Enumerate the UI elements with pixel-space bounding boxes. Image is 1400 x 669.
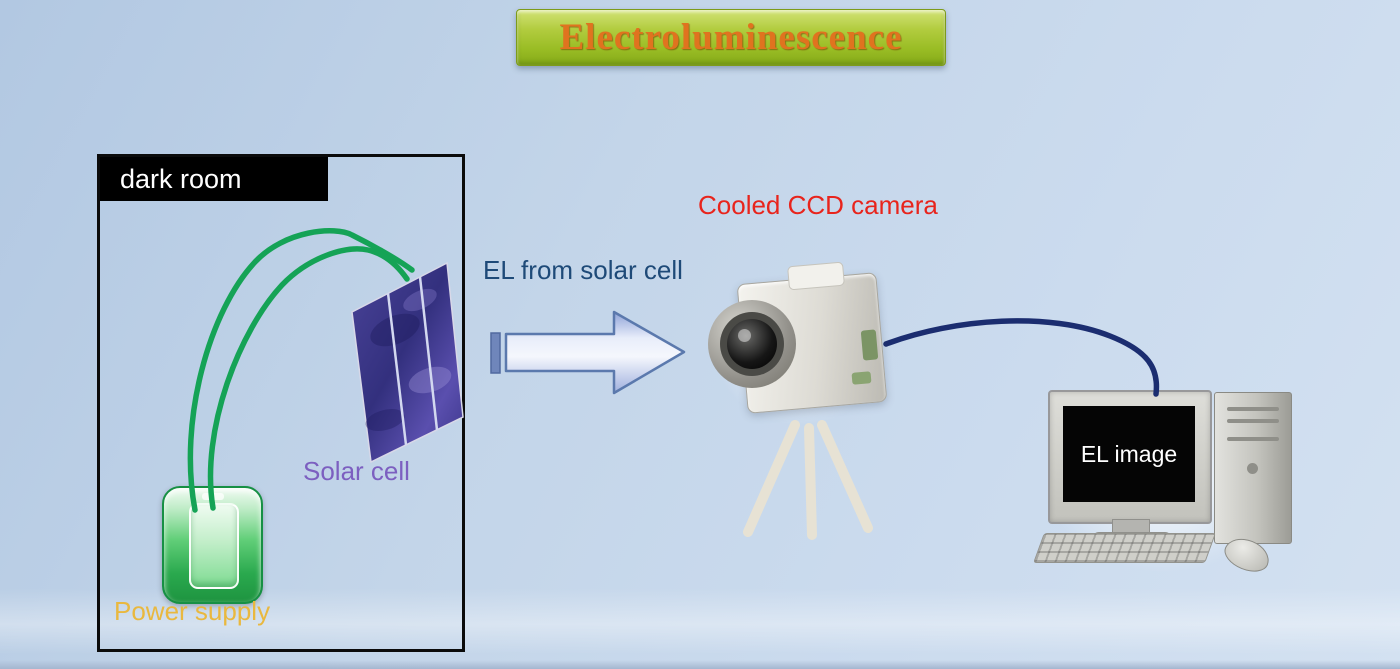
camera-side-detail	[851, 371, 872, 385]
flow-arrow-icon	[490, 310, 686, 395]
tower-drive-slot	[1227, 437, 1279, 441]
panel-busbar	[418, 276, 439, 431]
tower-slot	[1227, 419, 1279, 423]
background-bottom-edge	[0, 660, 1400, 669]
camera-top-cap	[787, 261, 845, 291]
title-banner: Electroluminescence	[516, 9, 946, 66]
camera-lens-glass	[727, 319, 777, 369]
camera-lens-glint	[738, 329, 751, 342]
computer-tower-icon	[1214, 392, 1292, 544]
solar-cell-label: Solar cell	[303, 456, 410, 486]
tower-slot	[1227, 407, 1279, 411]
power-supply-window	[189, 503, 239, 589]
solar-cell-panel	[351, 261, 464, 464]
el-image-label: EL image	[1080, 440, 1178, 467]
power-wire	[187, 228, 415, 513]
el-from-solar-cell-label: EL from solar cell	[483, 255, 683, 285]
cooled-ccd-camera-label: Cooled CCD camera	[698, 190, 938, 220]
power-supply-label: Power supply	[114, 596, 271, 626]
camera-cable	[883, 318, 1160, 397]
tripod-icon	[743, 420, 873, 540]
tower-power-button	[1247, 463, 1258, 474]
dark-room-label: dark room	[100, 157, 328, 201]
page-title: Electroluminescence	[559, 17, 903, 58]
dark-room-box: dark room	[97, 154, 465, 652]
monitor-screen: EL image	[1063, 406, 1195, 502]
power-supply-icon	[162, 486, 263, 604]
panel-busbar	[386, 292, 408, 446]
camera-side-detail	[860, 329, 879, 361]
keyboard-icon	[1033, 533, 1216, 563]
monitor-icon: EL image	[1048, 390, 1212, 524]
power-wire	[207, 246, 410, 511]
